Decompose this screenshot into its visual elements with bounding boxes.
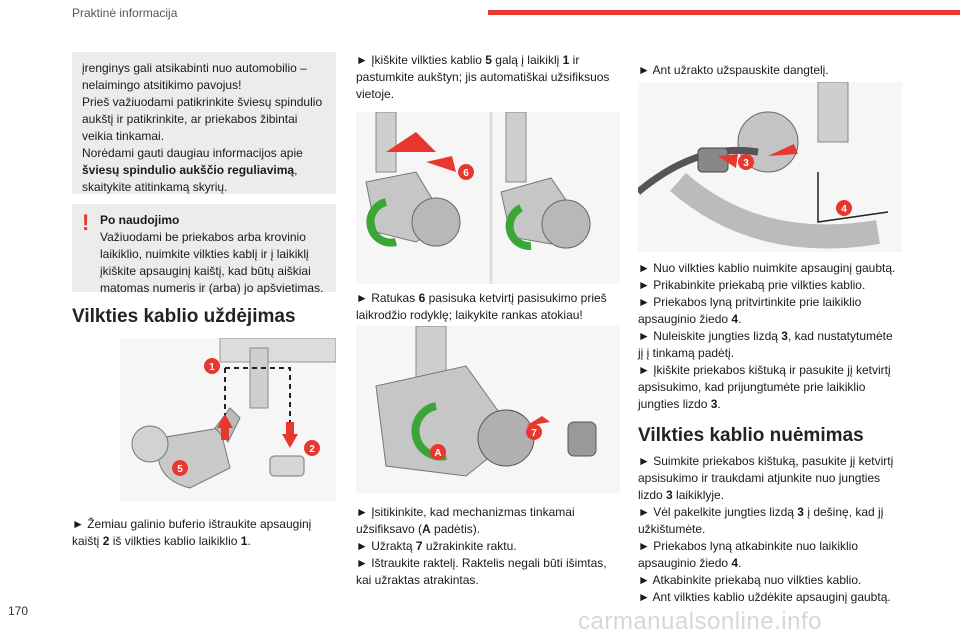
running-header: Praktinė informacija <box>72 6 178 20</box>
figure-fitting-towbar: 1 2 5 <box>120 338 336 502</box>
step-remove-pin: ► Žemiau galinio buferio ištraukite apsa… <box>72 517 312 531</box>
step-refit-cover: ► Ant vilkties kablio uždėkite apsauginį… <box>638 590 891 604</box>
column-2-bottom: ► Įsitikinkite, kad mechanizmas tinkamai… <box>356 504 620 589</box>
callout-2: 2 <box>309 444 315 455</box>
column-2-mid: ► Ratukas 6 pasisuka ketvirtį pasisukimo… <box>356 290 620 324</box>
info-line: šviesų spindulio aukščio reguliavimą, <box>82 163 298 177</box>
step-insert-line2: pastumkite aukštyn; jis automatiškai užs… <box>356 70 610 84</box>
step-lower-socket-line2: jį į tinkamą padėtį. <box>638 346 735 360</box>
warning-line: Važiuodami be priekabos arba krovinio <box>100 230 306 244</box>
step-raise-socket-line2: užkištumėte. <box>638 522 706 536</box>
step-detach-cable: ► Priekabos lyną atkabinkite nuo laikikl… <box>638 539 858 553</box>
step-insert: ► Įkiškite vilkties kablio 5 galą į laik… <box>356 53 580 67</box>
step-wheel: ► Ratukas 6 pasisuka ketvirtį pasisukimo… <box>356 291 607 305</box>
callout-7: 7 <box>531 428 537 439</box>
step-detach-cable-line2: apsauginio žiedo 4. <box>638 556 742 570</box>
info-line: Prieš važiuodami patikrinkite šviesų spi… <box>82 95 323 109</box>
step-unplug-line2: apsisukimo ir traukdami atjunkite nuo ju… <box>638 471 881 485</box>
step-key-line2: kai užraktas atrakintas. <box>356 573 479 587</box>
step-hitch: ► Prikabinkite priekabą prie vilkties ka… <box>638 278 866 292</box>
wheel-illustration: 6 <box>356 112 620 284</box>
warning-line: įkiškite apsauginį kaištį, kad būtų aišk… <box>100 264 311 278</box>
callout-5: 5 <box>177 464 183 475</box>
callout-3: 3 <box>743 158 749 169</box>
info-line: veikia tinkamai. <box>82 129 165 143</box>
step-cable-line2: apsauginio žiedo 4. <box>638 312 742 326</box>
step-lock: ► Užraktą 7 užrakinkite raktu. <box>356 539 517 553</box>
step-remove-cover: ► Nuo vilkties kablio nuimkite apsauginį… <box>638 261 896 275</box>
step-check: ► Įsitikinkite, kad mechanizmas tinkamai <box>356 505 575 519</box>
socket-illustration: 3 4 <box>638 82 902 252</box>
warning-line: matomas numeris ir (arba) jo apšvietimas… <box>100 281 324 295</box>
step-unplug: ► Suimkite priekabos kištuką, pasukite j… <box>638 454 894 468</box>
step-check-line2: užsifiksavo (A padėtis). <box>356 522 481 536</box>
column-3-top: ► Ant užrakto užspauskite dangtelį. <box>638 62 902 79</box>
info-bold: šviesų spindulio aukščio reguliavimą <box>82 163 295 177</box>
callout-1: 1 <box>209 362 215 373</box>
info-line: Norėdami gauti daugiau informacijos apie <box>82 146 303 160</box>
step-insert-line3: vietoje. <box>356 87 395 101</box>
info-line: įrenginys gali atsikabinti nuo automobil… <box>82 61 307 75</box>
warning-title: Po naudojimo <box>100 213 180 227</box>
info-box: įrenginys gali atsikabinti nuo automobil… <box>72 52 336 194</box>
step-plug-line2: apsisukimo, kad prijungtumėte prie laiki… <box>638 380 866 394</box>
step-wheel-line2: laikrodžio rodyklę; laikykite rankas ato… <box>356 308 583 322</box>
warning-box: ! Po naudojimo Važiuodami be priekabos a… <box>72 204 336 295</box>
step-unplug-line3: lizdo 3 laikiklyje. <box>638 488 725 502</box>
info-line: aukštį ir patikrinkite, ar priekabos žib… <box>82 112 298 126</box>
section-title-removing: Vilkties kablio nuėmimas <box>638 425 864 446</box>
figure-socket: 3 4 <box>638 82 902 252</box>
figure-lock: 7 A <box>356 326 620 494</box>
step-raise-socket: ► Vėl pakelkite jungties lizdą 3 į dešin… <box>638 505 884 519</box>
lock-illustration: 7 A <box>356 326 620 494</box>
step-cap: ► Ant užrakto užspauskite dangtelį. <box>638 63 829 77</box>
step-remove-pin-line2: kaištį 2 iš vilkties kablio laikiklio 1. <box>72 534 251 548</box>
watermark: carmanualsonline.info <box>578 608 822 635</box>
column-1: įrenginys gali atsikabinti nuo automobil… <box>72 52 336 328</box>
step-unhitch: ► Atkabinkite priekabą nuo vilkties kabl… <box>638 573 862 587</box>
step-key: ► Ištraukite raktelį. Raktelis negali bū… <box>356 556 607 570</box>
step-cable: ► Priekabos lyną pritvirtinkite prie lai… <box>638 295 862 309</box>
warning-icon: ! <box>82 210 90 235</box>
callout-6: 6 <box>463 168 469 179</box>
step-lower-socket: ► Nuleiskite jungties lizdą 3, kad nusta… <box>638 329 893 343</box>
callout-4: 4 <box>841 204 847 215</box>
callout-A: A <box>434 448 441 459</box>
section-title-fitting: Vilkties kablio uždėjimas <box>72 306 296 327</box>
column-1-steps: ► Žemiau galinio buferio ištraukite apsa… <box>72 516 336 550</box>
info-line: skaitykite atitinkamą skyrių. <box>82 180 228 194</box>
step-plug: ► Įkiškite priekabos kištuką ir pasukite… <box>638 363 891 377</box>
info-line: nelaimingo atsitikimo pavojus! <box>82 78 242 92</box>
page-number: 170 <box>8 604 29 618</box>
column-3-steps: ► Nuo vilkties kablio nuimkite apsauginį… <box>638 260 918 606</box>
column-2-top: ► Įkiškite vilkties kablio 5 galą į laik… <box>356 52 620 103</box>
towbar-illustration: 1 2 5 <box>120 338 336 502</box>
figure-wheel-turn: 6 <box>356 112 620 284</box>
header-accent-bar <box>488 10 960 15</box>
step-plug-line3: jungties lizdo 3. <box>638 397 721 411</box>
warning-line: laikiklio, nuimkite vilkties kablį ir į … <box>100 247 309 261</box>
